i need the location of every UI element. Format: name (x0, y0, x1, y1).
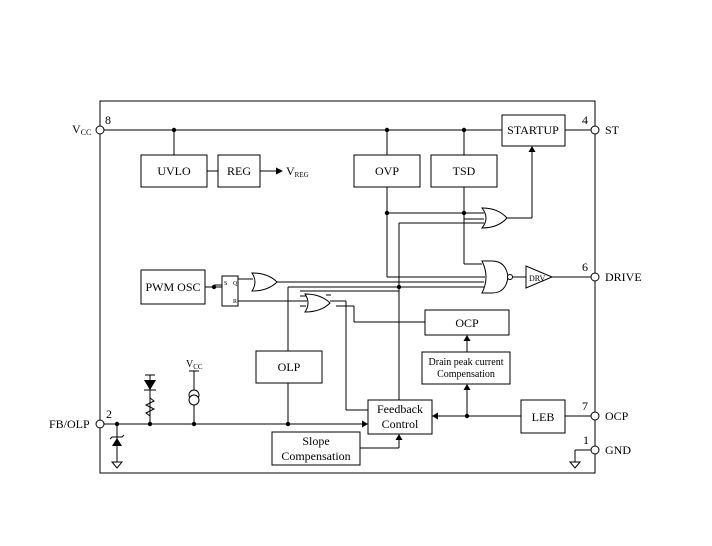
ff-s-label: S (224, 281, 227, 287)
or-gate-startup (480, 207, 508, 229)
tsd-label: TSD (453, 164, 476, 178)
internal-vcc-label: VCC (186, 359, 203, 371)
drive-pin-label: DRIVE (605, 270, 642, 284)
drain-label-1: Drain peak current (429, 357, 504, 368)
drv-buffer (525, 265, 554, 289)
ocp-pin-label: OCP (605, 409, 629, 423)
ff-r-label: R (233, 299, 237, 305)
slope-compensation-block (271, 431, 361, 466)
slope-label-1: Slope (302, 434, 329, 448)
startup-block (501, 114, 566, 147)
st-pin-number: 4 (582, 113, 588, 127)
inverter-bubble (507, 274, 513, 280)
ocp-pin-number: 7 (582, 399, 588, 413)
startup-label: STARTUP (507, 123, 559, 137)
vcc-pin-label: VCC (72, 122, 91, 137)
resistor-icon (144, 397, 156, 417)
reg-label: REG (227, 164, 251, 178)
vreg-label: VREG (286, 164, 309, 179)
pwm-osc-block (140, 269, 206, 305)
tsd-block (430, 154, 498, 188)
ovp-block (353, 154, 421, 188)
olp-block (255, 350, 323, 384)
junctions (114, 127, 470, 427)
drain-peak-block (421, 351, 511, 385)
fb-olp-pin-number: 2 (106, 407, 112, 421)
sr-flip-flop (221, 275, 239, 307)
leb-label: LEB (532, 410, 555, 424)
drv-label: DRV (529, 274, 545, 283)
gnd-pin-label: GND (605, 443, 631, 457)
nor-gate-drive (481, 260, 509, 294)
ocp-pin (590, 411, 600, 421)
drain-label-2: Compensation (437, 369, 495, 380)
reg-block (217, 154, 261, 188)
fb-olp-pin-label: FB/OLP (49, 417, 90, 431)
ground-icon-gnd (568, 461, 582, 469)
st-pin (590, 125, 600, 135)
vcc-pin (95, 125, 105, 135)
wiring (100, 129, 595, 462)
or-gate-ff (251, 272, 278, 292)
olp-label: OLP (278, 360, 301, 374)
ovp-label: OVP (375, 164, 399, 178)
vcc-pin-number: 8 (105, 113, 111, 127)
fb-olp-pin (95, 419, 105, 429)
gnd-pin-number: 1 (583, 433, 589, 447)
uvlo-block (140, 154, 208, 188)
or-gate-reset (304, 293, 331, 313)
drive-pin-number: 6 (582, 260, 588, 274)
zener-icon (112, 438, 122, 446)
st-pin-label: ST (605, 123, 620, 137)
gnd-pin (590, 445, 600, 455)
uvlo-label: UVLO (157, 164, 191, 178)
diode-icon (144, 380, 156, 390)
ocp-label: OCP (455, 316, 479, 330)
ocp-block (424, 309, 510, 336)
feedback-label-1: Feedback (377, 402, 423, 416)
pwm-osc-label: PWM OSC (145, 280, 200, 294)
slope-label-2: Compensation (281, 449, 350, 463)
feedback-control-block (367, 399, 433, 435)
feedback-label-2: Control (382, 417, 419, 431)
drive-pin (590, 272, 600, 282)
leb-block (520, 399, 566, 434)
ff-q-label: Q (233, 281, 238, 287)
ground-icon-fb (110, 461, 124, 469)
